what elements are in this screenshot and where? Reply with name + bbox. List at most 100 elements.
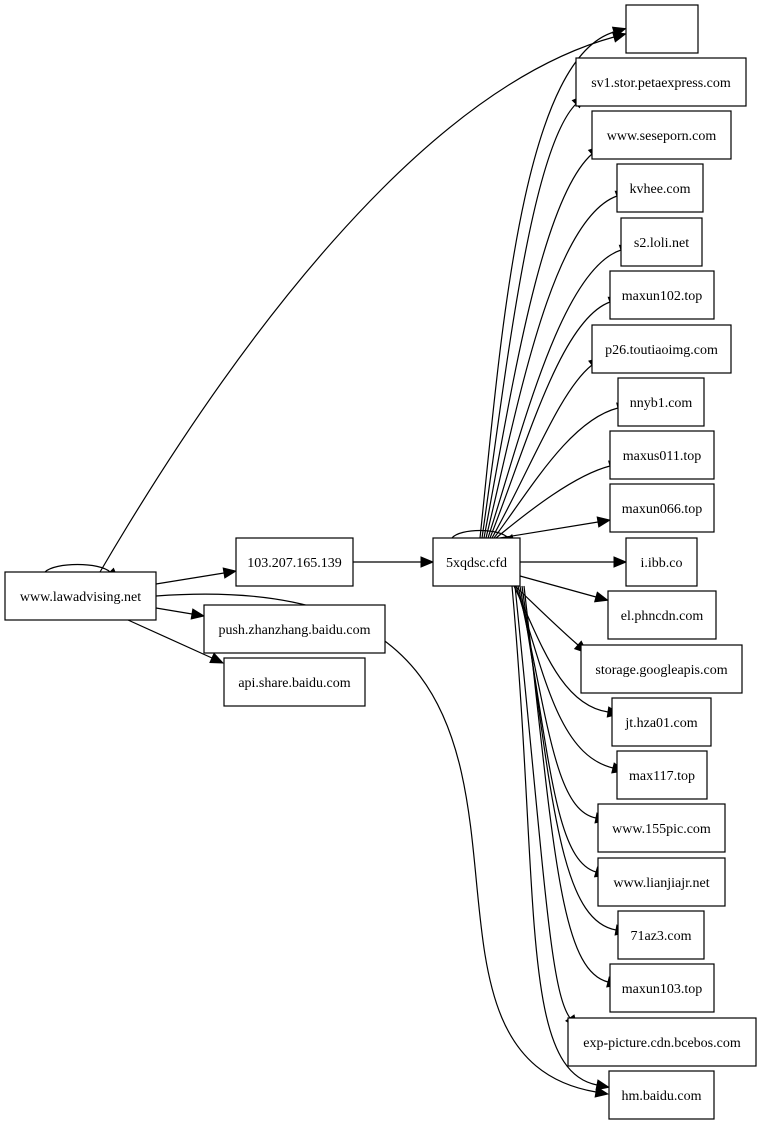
- edge-line: [511, 585, 598, 1086]
- node-box: [4, 571, 157, 621]
- node-label: s2.loli.net: [634, 236, 689, 251]
- node-apishare: api.share.baidu.com: [223, 657, 366, 707]
- node-label: www.155pic.com: [612, 822, 711, 837]
- node-label: maxus011.top: [623, 449, 701, 464]
- node-loli: s2.loli.net: [620, 217, 703, 267]
- edge-line: [523, 585, 609, 983]
- arrowhead: [222, 567, 238, 579]
- node-maxun102: maxun102.top: [609, 270, 715, 320]
- node-label: nnyb1.com: [630, 396, 693, 411]
- edge-xqdsc-to-nnyb1: [493, 402, 631, 539]
- node-label: kvhee.com: [629, 182, 690, 197]
- node-lawadvising: www.lawadvising.net: [4, 571, 157, 621]
- node-sv1: sv1.stor.petaexpress.com: [575, 57, 747, 107]
- node-box: [609, 483, 715, 533]
- node-box: [597, 857, 726, 907]
- nodes-layer: sv1.stor.petaexpress.com www.seseporn.com…: [4, 4, 757, 1120]
- edge-line: [451, 529, 509, 539]
- node-box: [616, 163, 704, 213]
- node-hza01: jt.hza01.com: [611, 697, 712, 747]
- node-blank: [625, 4, 699, 54]
- arrowhead: [190, 608, 206, 620]
- edge-line: [489, 301, 611, 539]
- edge-line: [155, 572, 225, 585]
- node-label: max117.top: [629, 769, 695, 784]
- node-label: api.share.baidu.com: [238, 676, 350, 691]
- edge-ip-to-xqdsc: [353, 556, 435, 568]
- edge-line: [44, 563, 111, 573]
- node-hmbaidu: hm.baidu.com: [608, 1070, 715, 1120]
- node-box: [203, 604, 386, 654]
- node-ibb: i.ibb.co: [625, 537, 698, 587]
- node-label: maxun102.top: [622, 289, 703, 304]
- node-label: www.seseporn.com: [607, 129, 717, 144]
- node-label: 103.207.165.139: [247, 556, 342, 571]
- edge-lawadvising-to-ip: [155, 567, 238, 585]
- arrowhead: [613, 556, 628, 568]
- node-box: [432, 537, 521, 587]
- edge-xqdsc-to-p26: [491, 356, 603, 539]
- edge-line: [483, 153, 593, 539]
- node-label: p26.toutiaoimg.com: [605, 343, 718, 358]
- node-box: [609, 270, 715, 320]
- node-phncdn: el.phncdn.com: [607, 590, 717, 640]
- node-box: [608, 1070, 715, 1120]
- node-maxun066: maxun066.top: [609, 483, 715, 533]
- edge-line: [155, 607, 193, 615]
- node-box: [591, 324, 732, 374]
- edge-line: [155, 593, 597, 1093]
- node-label: www.lawadvising.net: [20, 590, 141, 605]
- edge-line: [481, 103, 577, 539]
- edge-xqdsc-to-lianjiajr: [519, 585, 609, 878]
- edge-line: [495, 465, 611, 539]
- node-box: [620, 217, 703, 267]
- edge-line: [99, 36, 615, 573]
- node-box: [575, 57, 747, 107]
- edge-line: [491, 364, 593, 539]
- node-label: sv1.stor.petaexpress.com: [591, 76, 731, 91]
- node-box: [580, 644, 743, 694]
- edge-xqdsc-to-ibb: [520, 556, 628, 568]
- node-box: [609, 963, 715, 1013]
- edge-line: [485, 195, 618, 539]
- arrowhead: [209, 652, 225, 664]
- node-box: [611, 697, 712, 747]
- node-seseporn: www.seseporn.com: [591, 110, 732, 160]
- node-label: 5xqdsc.cfd: [446, 556, 507, 571]
- arrowhead: [593, 591, 609, 603]
- node-pic155: www.155pic.com: [597, 803, 726, 853]
- node-googleapis: storage.googleapis.com: [580, 644, 743, 694]
- edge-line: [479, 31, 615, 539]
- arrowhead: [420, 556, 435, 568]
- node-box: [607, 590, 717, 640]
- edge-lawadvising-to-zhanzhang: [155, 607, 206, 620]
- node-az3: 71az3.com: [617, 910, 705, 960]
- node-box: [223, 657, 366, 707]
- node-box: [625, 4, 699, 54]
- node-box: [625, 537, 698, 587]
- edge-line: [514, 585, 571, 1019]
- node-label: maxun066.top: [622, 502, 703, 517]
- node-ip: 103.207.165.139: [235, 537, 354, 587]
- node-kvhee: kvhee.com: [616, 163, 704, 213]
- node-box: [235, 537, 354, 587]
- node-label: maxun103.top: [622, 982, 703, 997]
- node-label: el.phncdn.com: [621, 609, 704, 624]
- edge-xqdsc-to-pic155: [517, 585, 610, 824]
- node-label: hm.baidu.com: [621, 1089, 701, 1104]
- node-label: i.ibb.co: [641, 556, 683, 571]
- edge-line: [499, 521, 599, 539]
- node-box: [617, 377, 705, 427]
- node-box: [567, 1017, 757, 1067]
- node-box: [617, 910, 705, 960]
- edge-lawadvising-to-apishare: [127, 619, 225, 664]
- node-box: [609, 430, 715, 480]
- node-p26: p26.toutiaoimg.com: [591, 324, 732, 374]
- node-box: [597, 803, 726, 853]
- node-max117: max117.top: [616, 750, 708, 800]
- node-label: www.lianjiajr.net: [613, 876, 709, 891]
- node-label: push.zhanzhang.baidu.com: [218, 623, 370, 638]
- edge-xqdsc-to-maxun066: [499, 516, 612, 539]
- edge-xqdsc-to-bcebos: [514, 585, 578, 1029]
